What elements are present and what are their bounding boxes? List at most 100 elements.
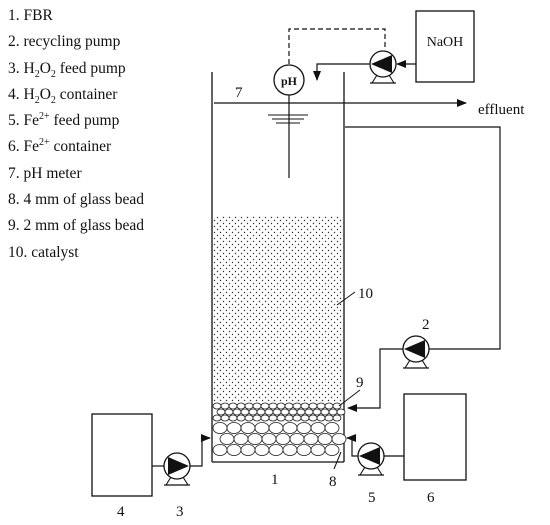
large-glass-bead	[324, 444, 340, 456]
callout-10: 10	[358, 286, 373, 302]
legend-item: 5. Fe2+ feed pump	[8, 108, 144, 134]
legend-text: feed pump	[55, 59, 126, 77]
recycle-return-line	[347, 348, 403, 412]
legend-item: 4. H2O2 container	[8, 82, 144, 108]
legend-text: 2+	[39, 137, 50, 149]
small-glass-bead	[236, 402, 246, 410]
ph-meter: pH	[268, 28, 386, 178]
small-glass-bead	[252, 414, 262, 422]
large-glass-bead	[282, 422, 298, 434]
callout-5: 5	[368, 490, 376, 506]
legend-text: 9. 2 mm of glass bead	[8, 217, 145, 235]
small-glass-bead-layer	[212, 402, 346, 422]
small-glass-bead	[316, 414, 326, 422]
legend-item: 10. catalyst	[8, 240, 144, 266]
small-glass-bead	[240, 408, 250, 416]
ph-control-signal-line	[288, 28, 386, 64]
legend-text: 2. recycling pump	[8, 33, 121, 51]
callout-1: 1	[271, 472, 279, 488]
large-glass-bead	[331, 433, 347, 445]
callout-2: 2	[422, 317, 430, 333]
legend-text: 10. catalyst	[8, 243, 79, 261]
small-glass-bead	[220, 414, 230, 422]
large-glass-bead	[324, 422, 340, 434]
large-glass-bead	[296, 422, 312, 434]
large-glass-bead	[310, 422, 326, 434]
large-glass-bead	[282, 444, 298, 456]
large-glass-bead	[219, 433, 235, 445]
naoh-label: NaOH	[427, 35, 464, 50]
small-glass-bead	[228, 414, 238, 422]
small-glass-bead	[248, 408, 258, 416]
small-glass-bead	[272, 408, 282, 416]
small-glass-bead	[252, 402, 262, 410]
small-glass-bead	[308, 414, 318, 422]
small-glass-bead	[276, 414, 286, 422]
legend-text: feed pump	[49, 112, 120, 130]
callout-3: 3	[176, 504, 184, 520]
large-glass-bead	[233, 433, 249, 445]
recycling-pump-foot-left	[404, 359, 411, 369]
callout-7: 7	[235, 85, 243, 101]
large-glass-bead	[289, 433, 305, 445]
large-glass-bead	[226, 422, 242, 434]
large-glass-bead	[303, 433, 319, 445]
small-glass-bead	[244, 402, 254, 410]
small-glass-bead	[268, 414, 278, 422]
naoh-container	[415, 10, 475, 83]
callout-8-leader	[333, 451, 342, 470]
fbr-reactor	[211, 72, 347, 463]
large-glass-bead	[254, 422, 270, 434]
legend-text: 2	[50, 94, 56, 106]
small-glass-bead	[212, 414, 222, 422]
large-glass-bead	[254, 444, 270, 456]
naoh-pump	[369, 50, 397, 84]
small-glass-bead	[244, 414, 254, 422]
large-glass-bead	[268, 444, 284, 456]
small-glass-bead	[216, 408, 226, 416]
fe-pump-arrow-icon	[359, 447, 380, 465]
naoh-pump-foot-left	[371, 74, 378, 84]
callout-8: 8	[329, 474, 337, 490]
legend-text: O	[39, 59, 51, 77]
ph-label: pH	[281, 74, 298, 88]
large-glass-bead	[212, 444, 228, 456]
recycling-pump-foot-right	[421, 359, 428, 369]
h2o2-container	[91, 413, 153, 497]
h2o2-feed-pump	[163, 452, 191, 486]
effluent-label: effluent	[478, 102, 525, 118]
large-glass-bead	[226, 444, 242, 456]
small-glass-bead	[256, 408, 266, 416]
legend-item: 3. H2O2 feed pump	[8, 56, 144, 82]
recycling-pump-arrow-icon	[404, 340, 425, 358]
small-glass-bead	[296, 408, 306, 416]
naoh-pump-arrow-icon	[371, 55, 392, 73]
small-glass-bead	[284, 414, 294, 422]
small-glass-bead	[288, 408, 298, 416]
large-glass-bead	[310, 444, 326, 456]
legend-text: 2	[50, 68, 56, 80]
legend-item: 9. 2 mm of glass bead	[8, 213, 144, 239]
large-glass-bead	[212, 422, 228, 434]
small-glass-bead	[300, 402, 310, 410]
legend-item: 6. Fe2+ container	[8, 134, 144, 160]
legend-text: 7. pH meter	[8, 164, 82, 182]
legend-text: container	[49, 138, 112, 156]
callout-4: 4	[117, 504, 125, 520]
fe-pump-foot-right	[376, 466, 383, 476]
callout-6: 6	[427, 490, 435, 506]
naoh-to-reactor-line	[313, 63, 370, 81]
fe-feed-pump	[357, 442, 385, 476]
h2o2-pump-foot-left	[165, 476, 172, 486]
fe-pump-foot-left	[359, 466, 366, 476]
large-glass-bead	[247, 433, 263, 445]
small-glass-bead	[332, 414, 342, 422]
large-glass-bead	[268, 422, 284, 434]
large-glass-bead	[296, 444, 312, 456]
small-glass-bead	[324, 402, 334, 410]
legend-text: 3. H	[8, 59, 35, 77]
h2o2-feed-line	[190, 434, 211, 467]
naoh-pump-foot-right	[388, 74, 395, 84]
